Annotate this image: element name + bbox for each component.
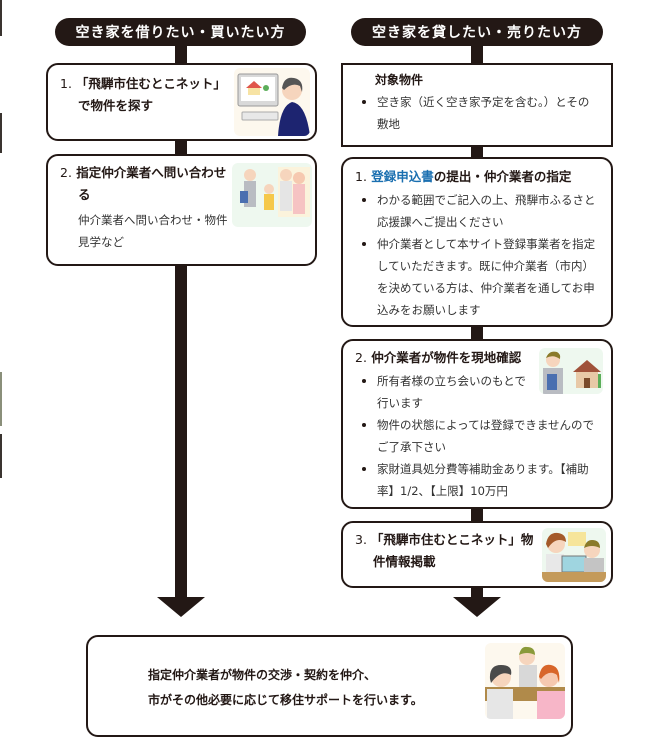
- agent-inspecting-house-illustration: [539, 348, 603, 394]
- step-title: の提出・仲介業者の指定: [433, 169, 572, 184]
- right-step-2-box: 2. 仲介業者が物件を現地確認 所有者様の立ち会いのもとで行います 物件の状態に…: [341, 339, 613, 509]
- edge-fragment: [0, 434, 2, 478]
- three-people-meeting-illustration: [485, 643, 565, 719]
- bullet-item: 家財道具処分費等補助金あります。【補助率】1/2、【上限】10万円: [355, 458, 605, 502]
- right-step-1-box: 1. 登録申込書の提出・仲介業者の指定 わかる範囲でご記入の上、飛騨市ふるさと応…: [341, 157, 613, 327]
- step-number: 2.: [355, 350, 367, 365]
- step-description-cont: 見学など: [78, 235, 124, 249]
- step-number: 3.: [355, 532, 367, 547]
- target-item: 空き家（近く空き家予定を含む。）とその 敷地: [355, 91, 605, 135]
- right-step-3-box: 3. 「飛騨市住むとこネット」物 件情報掲載: [341, 521, 613, 588]
- application-form-link[interactable]: 登録申込書: [371, 169, 434, 184]
- step-number: 1.: [60, 76, 72, 91]
- consultation-at-computer-illustration: [542, 528, 606, 582]
- bullet-item: 物件の状態によっては登録できませんのでご了承下さい: [355, 414, 605, 458]
- step-title: 指定仲介業者へ問い合わせ: [76, 165, 227, 180]
- step-number: 2.: [60, 165, 72, 180]
- step-title-cont: 件情報掲載: [373, 554, 436, 569]
- step-number: 1.: [355, 169, 367, 184]
- left-step-2-box: 2. 指定仲介業者へ問い合わせ る 仲介業者へ問い合わせ・物件 見学など: [46, 154, 317, 266]
- final-support-box: 指定仲介業者が物件の交渉・契約を仲介、 市がその他必要に応じて移住サポートを行い…: [86, 635, 573, 737]
- step-title-cont: で物件を探す: [78, 98, 154, 113]
- right-down-arrow: [453, 597, 501, 617]
- left-step-1-box: 1. 「飛騨市住むとこネット」 で物件を探す: [46, 63, 317, 141]
- person-at-computer-illustration: [234, 68, 310, 136]
- bullet-item: 所有者様の立ち会いのもとで行います: [355, 370, 605, 414]
- renter-buyer-header: 空き家を借りたい・買いたい方: [55, 18, 306, 46]
- step-title-cont: る: [78, 187, 91, 202]
- step-title: 仲介業者が物件を現地確認: [371, 350, 522, 365]
- step-title: 「飛騨市住むとこネット」物: [370, 532, 534, 547]
- final-line-2: 市がその他必要に応じて移住サポートを行います。: [148, 693, 423, 707]
- lender-seller-header: 空き家を貸したい・売りたい方: [351, 18, 603, 46]
- bullet-item: わかる範囲でご記入の上、飛騨市ふるさと応援課へご提出ください: [355, 189, 605, 233]
- edge-fragment: [0, 372, 2, 426]
- target-label: 対象物件: [375, 73, 424, 87]
- left-down-arrow: [157, 597, 205, 617]
- step-title[interactable]: 「飛騨市住むとこネット」: [75, 76, 226, 91]
- final-line-1: 指定仲介業者が物件の交渉・契約を仲介、: [148, 668, 377, 682]
- bullet-item: 仲介業者として本サイト登録事業者を指定していただきます。既に仲介業者（市内）を決…: [355, 233, 605, 321]
- target-property-box: 対象物件 空き家（近く空き家予定を含む。）とその 敷地: [341, 63, 613, 147]
- edge-fragment: [0, 113, 2, 153]
- edge-fragment: [0, 0, 2, 36]
- step-description: 仲介業者へ問い合わせ・物件: [78, 213, 228, 227]
- family-with-agent-illustration: [232, 163, 312, 227]
